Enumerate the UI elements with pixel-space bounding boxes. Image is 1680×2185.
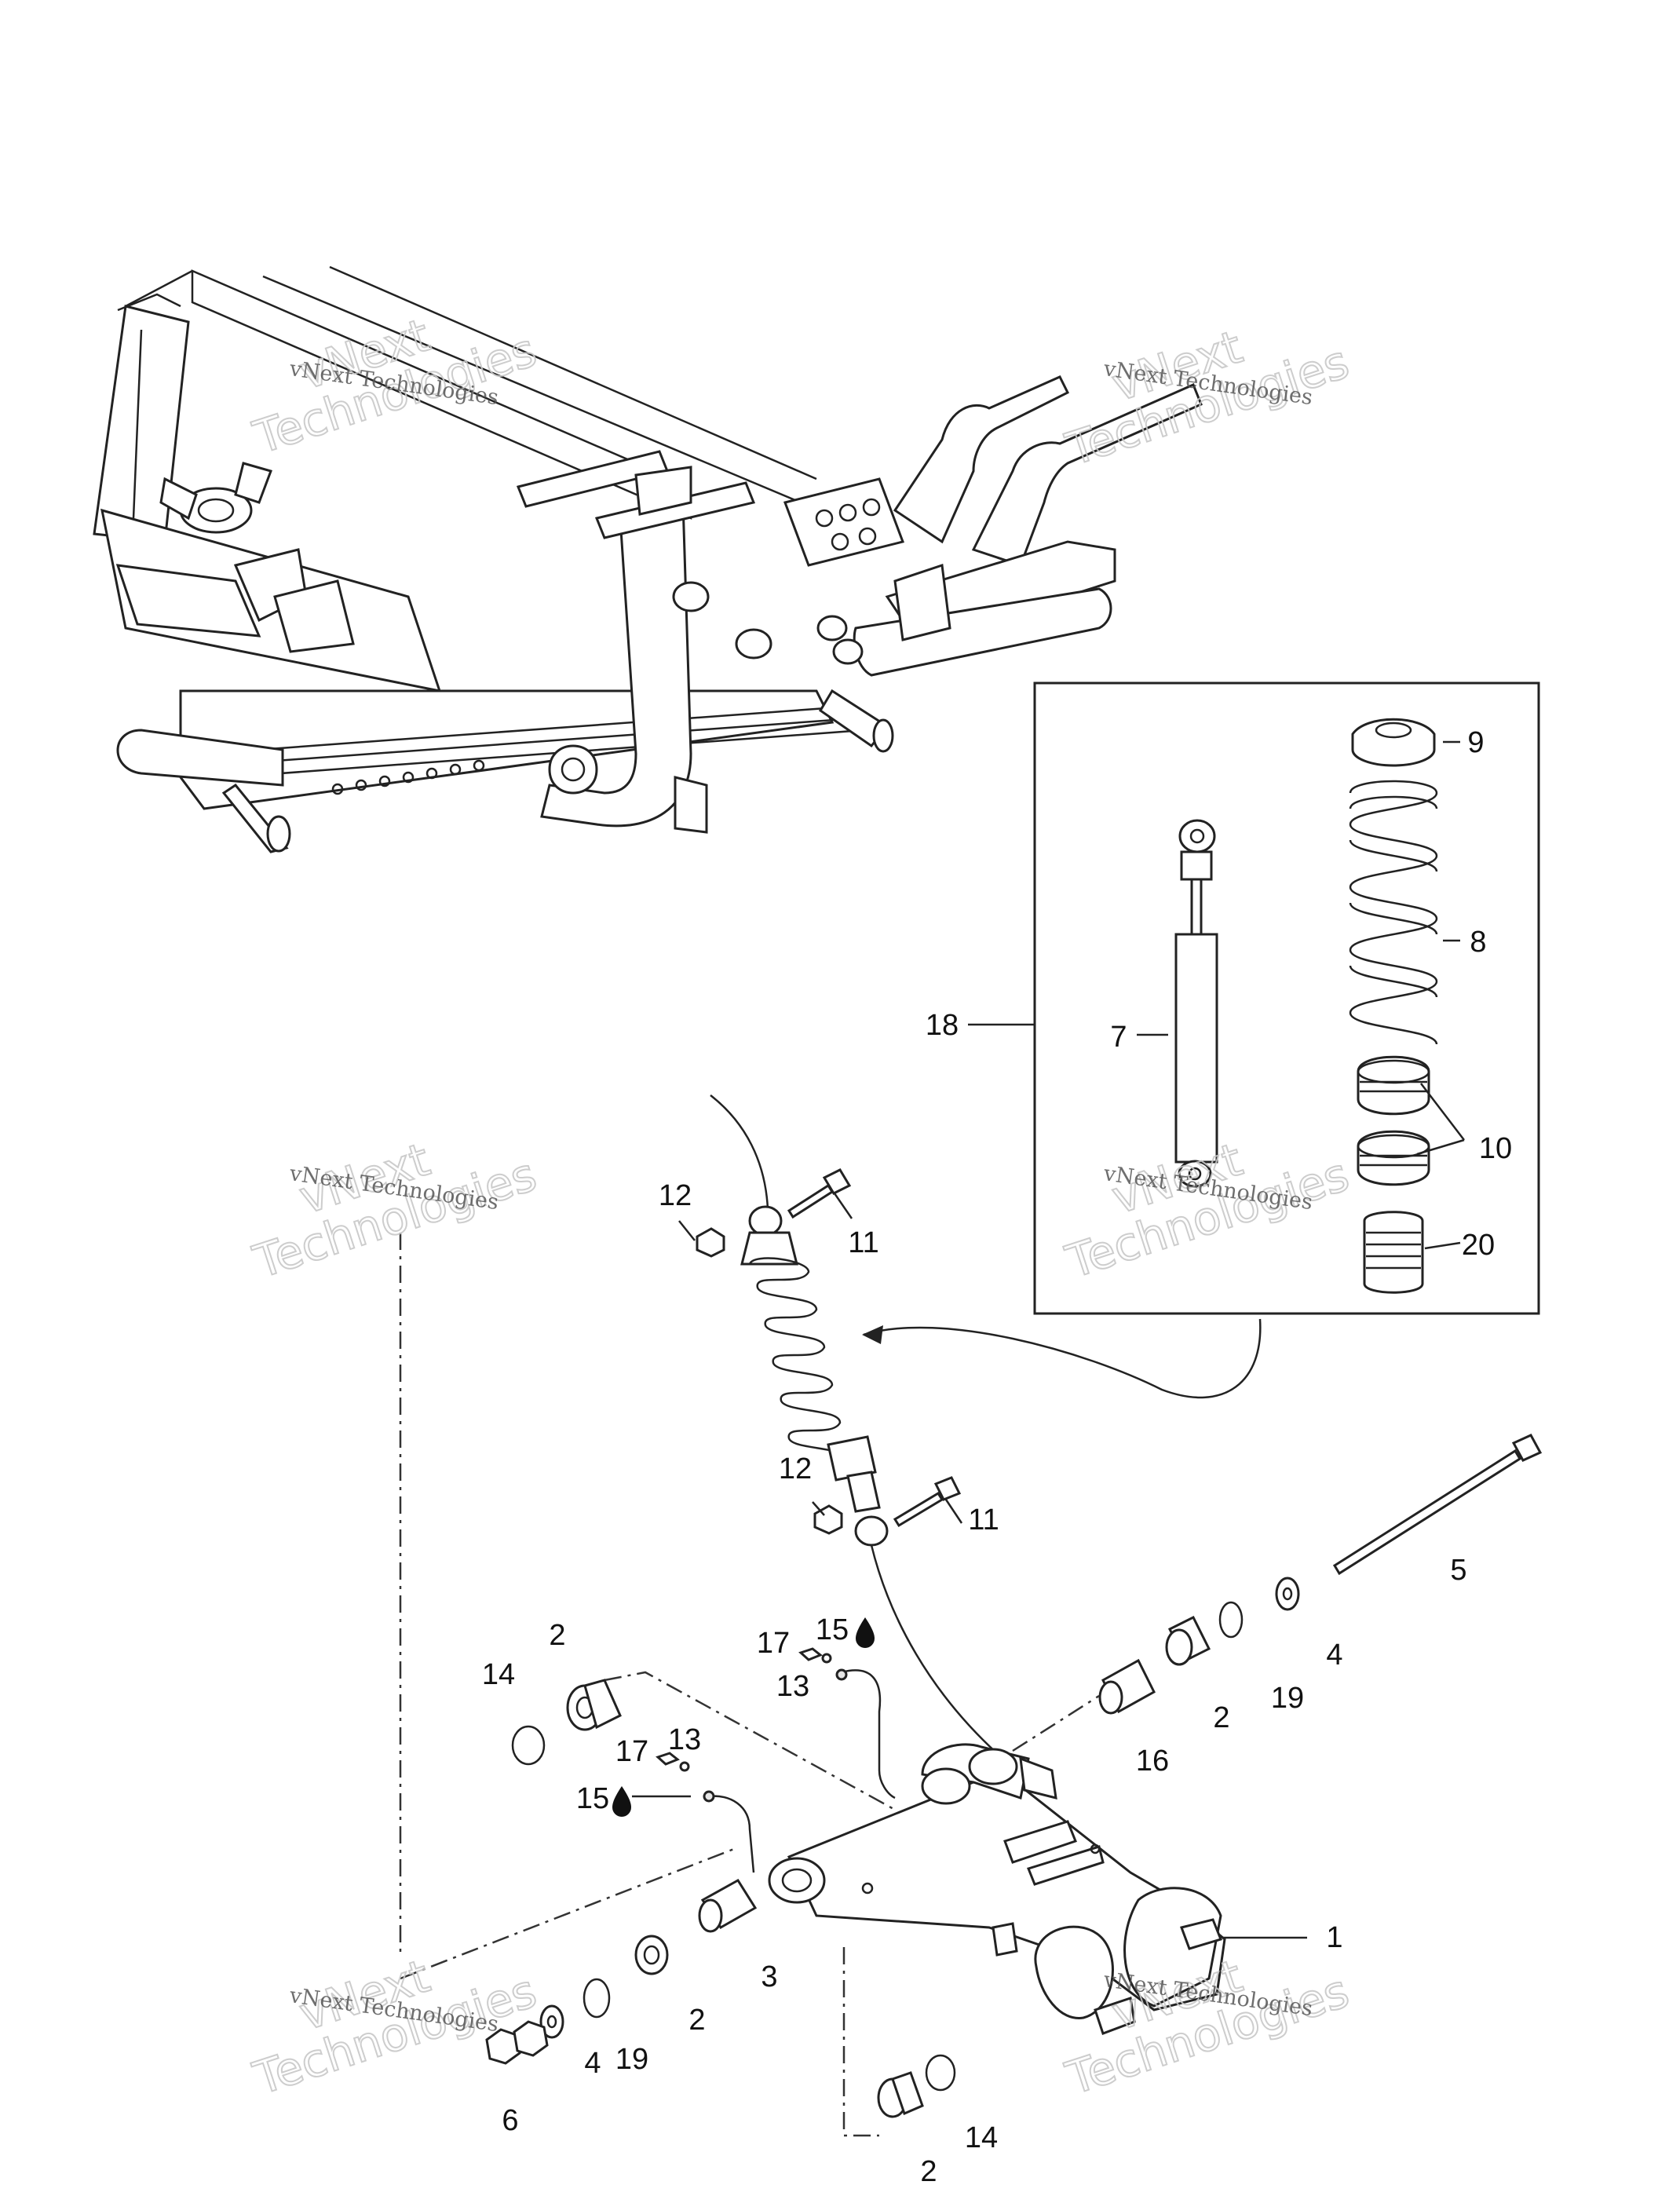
- rail-holes: [331, 759, 485, 795]
- callout-17: 17: [615, 1735, 648, 1768]
- part-10-adjuster-collars: [1357, 1055, 1430, 1186]
- part-17-cap-upper: [798, 1647, 832, 1664]
- callout-12: 12: [659, 1179, 692, 1212]
- part-14-ring-upper-left: [511, 1725, 546, 1766]
- part-2-bushing-bottom: [877, 2071, 924, 2118]
- part-19-ring-lower-left: [583, 1978, 611, 2019]
- part-2-bushing-upper-left: [566, 1679, 622, 1731]
- shock-assembly-installed: [710, 1094, 1017, 1771]
- frame-assembly: [93, 265, 1203, 853]
- callout-12: 12: [779, 1452, 812, 1485]
- callout-18: 18: [926, 1009, 959, 1042]
- axis-line-lower-left: [400, 1847, 735, 1980]
- callout-4: 4: [584, 2047, 601, 2080]
- part-20-threaded-sleeve: [1363, 1211, 1424, 1294]
- lower-shock-bolt-11: [893, 1476, 962, 1528]
- main-leader-lines: [632, 1193, 1307, 1939]
- callout-19: 19: [1271, 1682, 1304, 1715]
- part-13-grease-fitting-lower: [703, 1790, 715, 1803]
- part-2-bushing-right: [1165, 1615, 1211, 1666]
- callout-19: 19: [615, 2043, 648, 2076]
- callout-4: 4: [1326, 1639, 1342, 1672]
- grease-line-lower: [708, 1795, 755, 1873]
- part-19-ring-right: [1218, 1601, 1244, 1639]
- part-17-cap-lower: [656, 1752, 690, 1772]
- detail-arrow: [863, 1318, 1262, 1399]
- upper-shock-nut-12: [696, 1227, 725, 1258]
- callout-11: 11: [848, 1226, 878, 1259]
- part-13-grease-fitting-upper: [835, 1668, 848, 1681]
- part-16-spacer: [1098, 1658, 1156, 1715]
- axis-line-bottom-vertical: [842, 1947, 879, 2137]
- arrow-head: [862, 1325, 883, 1344]
- callout-8: 8: [1470, 926, 1486, 959]
- callout-13: 13: [776, 1670, 809, 1703]
- callout-1: 1: [1326, 1921, 1342, 1954]
- upper-shock-bolt-11: [787, 1168, 852, 1219]
- part-4-washer-right: [1275, 1577, 1300, 1611]
- callout-14: 14: [965, 2121, 998, 2154]
- installed-spring-coils: [748, 1257, 849, 1461]
- part-4-washer-lower-left: [539, 2004, 564, 2039]
- callout-2: 2: [920, 2155, 937, 2185]
- part-1-swing-arm: [768, 1743, 1226, 2035]
- callout-14: 14: [482, 1658, 515, 1691]
- callout-5: 5: [1450, 1554, 1466, 1587]
- callout-2: 2: [688, 2004, 705, 2037]
- callout-7: 7: [1110, 1021, 1127, 1054]
- callout-13: 13: [668, 1723, 701, 1756]
- part-6-nuts: [485, 2020, 549, 2065]
- part-5-long-bolt: [1332, 1434, 1543, 1576]
- oil-drop-icon: [856, 1617, 875, 1648]
- callout-2: 2: [549, 1619, 565, 1652]
- callout-2: 2: [1213, 1701, 1229, 1734]
- box-leader-lines: [968, 740, 1465, 1250]
- callout-10: 10: [1479, 1132, 1512, 1165]
- callout-3: 3: [761, 1960, 777, 1993]
- callout-6: 6: [502, 2104, 518, 2137]
- callout-11: 11: [968, 1504, 999, 1536]
- callout-20: 20: [1462, 1229, 1495, 1262]
- callout-15: 15: [576, 1782, 609, 1815]
- callout-16: 16: [1136, 1745, 1169, 1778]
- axis-line-upper-left: [604, 1671, 896, 1811]
- callout-15: 15: [816, 1613, 849, 1646]
- part-8-coil-spring: [1349, 780, 1438, 1045]
- part-9-spring-retainer: [1351, 718, 1436, 767]
- grease-line-upper: [841, 1669, 896, 1800]
- callout-9: 9: [1467, 726, 1484, 759]
- part-7-shock-absorber: [1174, 819, 1218, 1188]
- axis-line-upper-right: [1012, 1694, 1100, 1752]
- part-2-bushing-lower-left: [634, 1935, 669, 1975]
- part-3-sleeve: [698, 1878, 758, 1933]
- shock-detail-box: [1033, 681, 1540, 1315]
- oil-drop-icon: [612, 1786, 631, 1817]
- callout-17: 17: [757, 1627, 790, 1660]
- part-14-ring-bottom: [925, 2054, 956, 2092]
